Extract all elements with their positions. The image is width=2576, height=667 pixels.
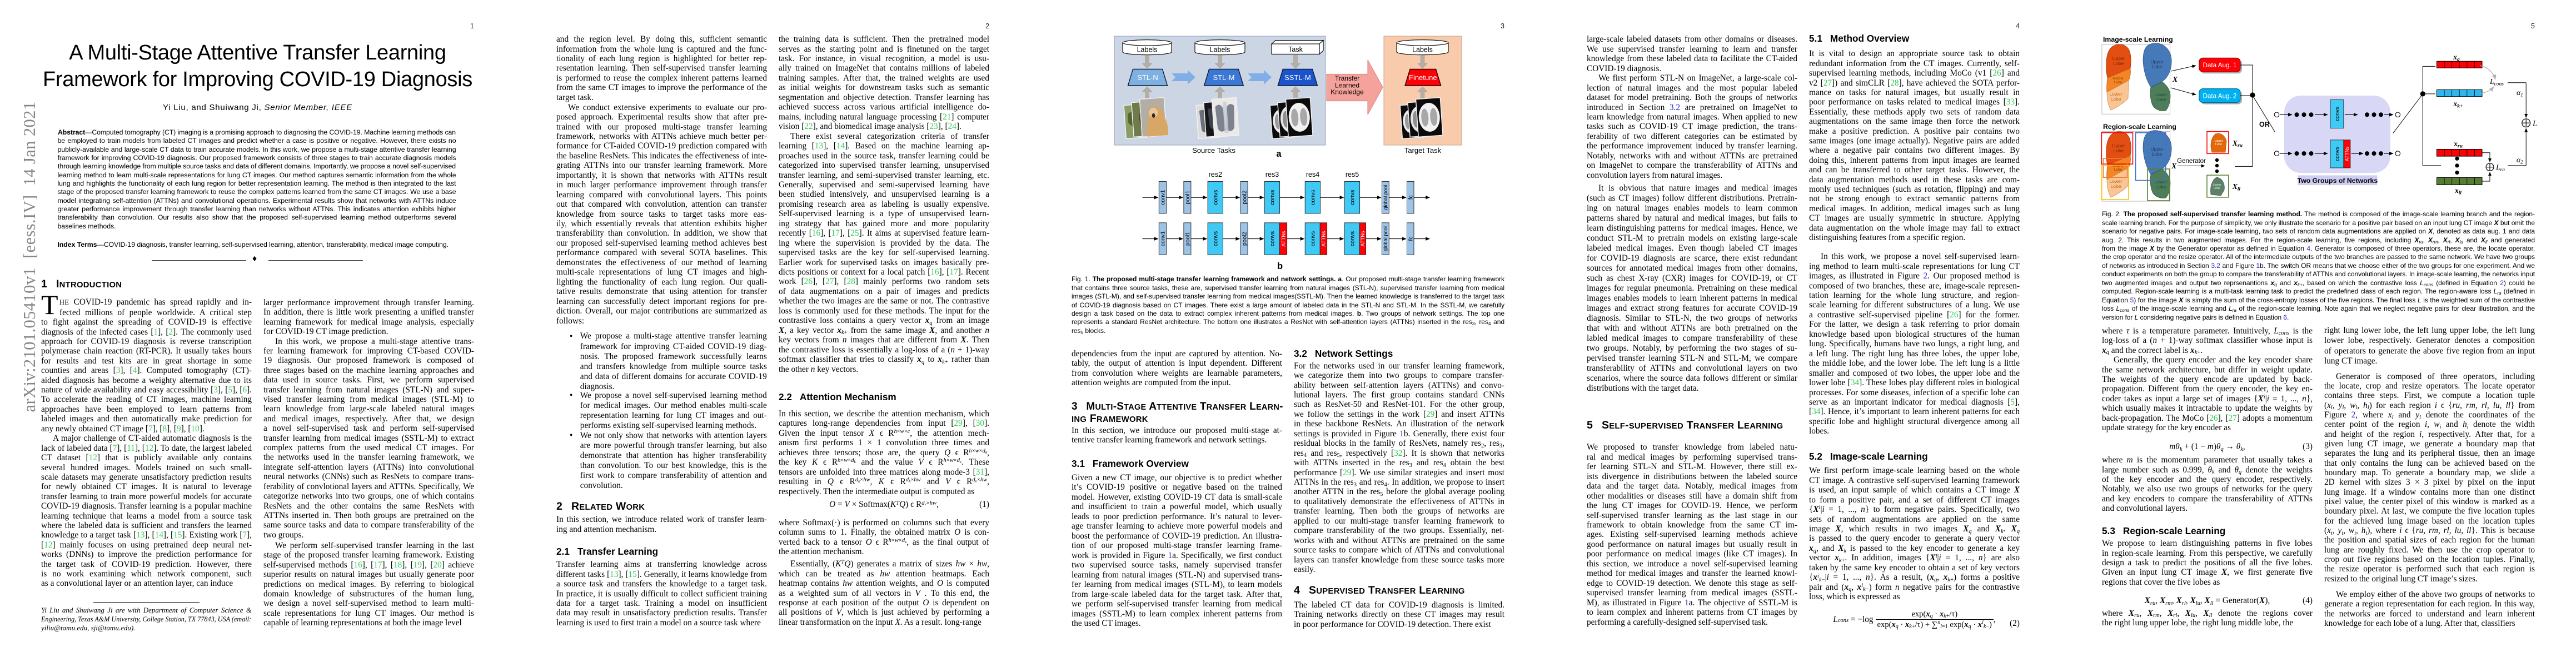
svg-text:convs: convs [1349,190,1356,205]
svg-text:Xll: Xll [2232,182,2241,192]
svg-text:Lobe: Lobe [2152,151,2163,157]
svg-text:pool2: pool2 [1242,232,1248,246]
svg-text:b: b [1277,261,1283,271]
svg-text:Lobe: Lobe [2114,81,2122,84]
svg-text:pool1: pool1 [1185,190,1191,204]
svg-text:res2: res2 [1209,171,1222,178]
svg-text:Knowledge: Knowledge [1331,88,1364,96]
svg-text:fc: fc [1408,237,1414,241]
svg-text:Lobe: Lobe [2111,183,2121,189]
svg-text:L: L [2532,120,2537,128]
svg-text:convs: convs [1213,231,1219,246]
svg-text:Lower: Lower [2109,178,2122,184]
svg-text:res4: res4 [1306,171,1319,178]
svg-text:res3: res3 [1265,171,1279,178]
svg-text:SSTL-M: SSTL-M [1284,73,1311,82]
svg-text:ATTNs: ATTNs [1360,231,1366,247]
svg-text:pool1: pool1 [1185,232,1191,246]
svg-text:OR: OR [2259,121,2270,128]
svg-text:Xru: Xru [2232,139,2243,149]
svg-text:Lobe: Lobe [2114,61,2124,66]
svg-text:Lobe: Lobe [2114,148,2124,153]
svg-text:Middle: Middle [2112,77,2124,81]
svg-text:Target Task: Target Task [1404,146,1442,155]
svg-text:convs: convs [1309,231,1316,246]
svg-text:ATTNs: ATTNs [2344,146,2350,161]
svg-text:Finetune: Finetune [1409,73,1437,82]
svg-text:global pool: global pool [1383,185,1388,210]
svg-text:Upper: Upper [2150,146,2163,152]
svg-text:a: a [1276,149,1282,159]
svg-text:Upper: Upper [2112,143,2125,148]
svg-text:res5: res5 [1346,171,1359,178]
svg-text:convs: convs [2335,147,2341,161]
svg-text:Lower: Lower [2213,183,2221,187]
svg-text:Lower: Lower [2109,91,2122,97]
svg-text:Lower: Lower [2154,92,2167,97]
svg-text:Labels: Labels [1412,46,1433,54]
svg-text:pool2: pool2 [1242,190,1248,204]
svg-text:Generator: Generator [2177,158,2206,165]
svg-text:Lobe: Lobe [2152,64,2163,69]
svg-text:convs: convs [1310,190,1317,205]
svg-text:Upper: Upper [2215,140,2223,143]
svg-text:convs: convs [2335,107,2341,121]
svg-text:Upper: Upper [2112,56,2125,61]
svg-text:Region-scale Learning: Region-scale Learning [2103,123,2176,131]
svg-text:fc: fc [1408,195,1414,200]
svg-text:Lobe: Lobe [2215,143,2222,146]
svg-text:Transfer: Transfer [1335,74,1359,82]
svg-text:xru: xru [2453,140,2463,150]
svg-text:Lobe: Lobe [2156,97,2166,102]
svg-text:STL-M: STL-M [1213,73,1234,82]
svg-text:global pool: global pool [1383,226,1388,251]
svg-text:Data Aug. 2: Data Aug. 2 [2203,93,2236,100]
svg-text:ATTNs: ATTNs [1280,231,1286,247]
svg-text:Labels: Labels [1210,46,1230,54]
svg-text:X: X [2172,76,2178,84]
svg-text:α2: α2 [2517,156,2523,166]
svg-text:X: X [2171,162,2177,171]
svg-text:Lra: Lra [2495,163,2505,173]
svg-text:convs: convs [1269,231,1276,246]
svg-text:Lobe: Lobe [2156,184,2166,190]
svg-text:Data Aug. 1: Data Aug. 1 [2203,62,2236,69]
svg-text:convs: convs [1349,231,1356,246]
svg-text:Source Tasks: Source Tasks [1192,146,1235,155]
svg-text:Upper: Upper [2150,59,2163,64]
svg-text:ATTNs: ATTNs [1321,231,1327,247]
svg-text:Labels: Labels [1137,46,1158,54]
svg-text:Learned: Learned [1335,81,1359,89]
svg-text:xll: xll [2454,186,2462,196]
svg-text:Lobe: Lobe [2111,96,2121,102]
svg-text:conv1: conv1 [1160,231,1167,247]
svg-text:xk+: xk+ [2453,99,2463,109]
svg-text:convs: convs [1213,190,1219,205]
svg-text:Lcons: Lcons [2489,77,2504,87]
svg-text:α1: α1 [2517,88,2523,98]
svg-text:xq: xq [2453,53,2460,63]
svg-text:STL-N: STL-N [1137,73,1158,82]
svg-text:Lower: Lower [2154,179,2167,185]
svg-text:conv1: conv1 [1160,190,1167,205]
svg-text:Image-scale Learning: Image-scale Learning [2103,36,2173,43]
svg-text:Two Groups of Networks: Two Groups of Networks [2298,177,2378,185]
svg-text:convs: convs [1269,190,1276,205]
svg-text:Lobe: Lobe [2214,187,2220,190]
svg-text:Lobe: Lobe [2114,168,2122,172]
svg-text:Task: Task [1288,46,1303,53]
